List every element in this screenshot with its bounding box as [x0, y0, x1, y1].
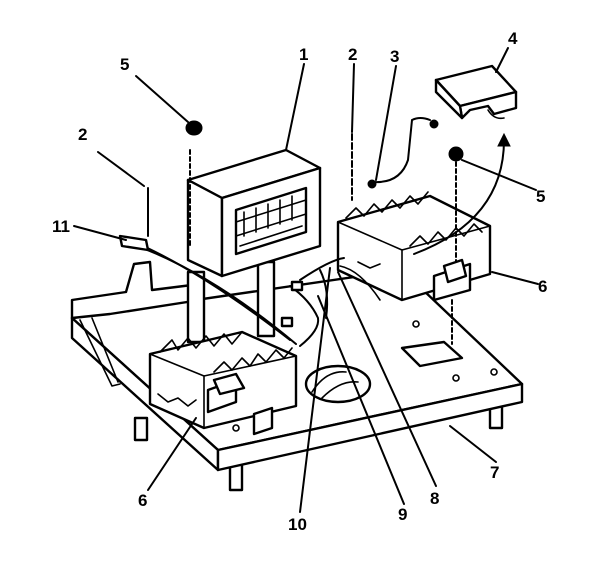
callout-8: 8	[430, 489, 439, 508]
rectifier-heatsink-left	[148, 330, 298, 436]
callout-3: 3	[390, 47, 399, 66]
callout-10: 10	[288, 515, 307, 534]
callout-labels: 1 2 3 4 5 5 2 11 6 6 7 8 9 10	[52, 29, 547, 534]
cover-cap	[434, 64, 518, 120]
callout-1: 1	[299, 45, 308, 64]
callout-6-right: 6	[538, 277, 547, 296]
assembly-arrow	[413, 139, 505, 255]
callout-5-right: 5	[536, 187, 545, 206]
rectifier-heatsink-right	[336, 191, 492, 302]
callout-6-left: 6	[138, 491, 147, 510]
transformer-stand-leg	[186, 270, 206, 344]
callout-7: 7	[490, 463, 499, 482]
base-leg	[133, 416, 149, 442]
screws	[147, 120, 464, 345]
leader-lines	[73, 47, 539, 513]
lead-wire	[367, 117, 439, 189]
wire-terminal	[118, 234, 150, 252]
callout-11: 11	[52, 217, 70, 236]
transformer	[186, 148, 322, 344]
callout-2-left: 2	[78, 125, 87, 144]
callout-4: 4	[508, 29, 518, 48]
callout-9: 9	[398, 505, 407, 524]
callout-2-right: 2	[348, 45, 357, 64]
callout-5-left: 5	[120, 55, 129, 74]
